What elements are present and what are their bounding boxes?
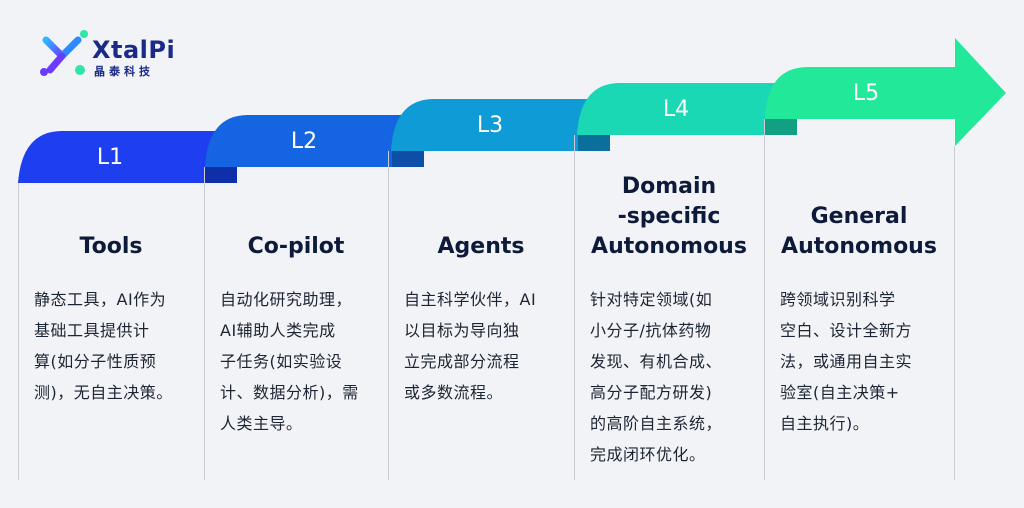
xtalpi-logo-mark-icon — [40, 30, 88, 76]
column-divider — [18, 183, 19, 480]
step-l3 — [391, 99, 610, 151]
brand-subtitle: 晶泰科技 — [94, 65, 154, 78]
column-divider — [204, 167, 205, 480]
level-title-l3: Agents — [437, 234, 525, 259]
level-label-l4: L4 — [662, 97, 690, 122]
level-title-l2: Co-pilot — [247, 234, 345, 259]
step-l3-shadow — [578, 135, 610, 151]
brand-name: XtalPi — [92, 36, 176, 64]
level-desc-l4: 针对特定领域(如 小分子/抗体药物 发现、有机合成、 高分子配方研发) 的高阶自… — [590, 290, 723, 464]
level-label-l5: L5 — [852, 81, 880, 106]
level-desc-l5: 跨领域识别科学 空白、设计全新方 法，或通用自主实 验室(自主决策+ 自主执行)… — [780, 290, 913, 433]
level-label-l2: L2 — [290, 129, 318, 154]
column-divider — [764, 119, 765, 480]
column-divider — [388, 151, 389, 480]
level-label-l3: L3 — [476, 113, 504, 138]
level-title-l1: Tools — [79, 234, 143, 259]
step-l4-shadow — [765, 119, 797, 135]
xtalpi-logo: XtalPi 晶泰科技 — [36, 28, 196, 84]
step-l2-shadow — [392, 151, 424, 167]
column-divider — [954, 146, 955, 480]
step-l1 — [18, 131, 237, 183]
step-l4 — [577, 83, 797, 135]
step-l2 — [205, 115, 424, 167]
column-divider — [574, 135, 575, 480]
level-desc-l2: 自动化研究助理， AI辅助人类完成 子任务(如实验设 计、数据分析)，需 人类主… — [220, 290, 359, 433]
level-title-l5: General Autonomous — [781, 204, 937, 259]
level-label-l1: L1 — [96, 145, 124, 170]
level-desc-l1: 静态工具，AI作为 基础工具提供计 算(如分子性质预 测)，无自主决策。 — [34, 290, 173, 402]
step-l1-shadow — [205, 167, 237, 183]
step-l5-arrowhead — [765, 38, 1006, 146]
level-title-l4: Domain -specific Autonomous — [591, 174, 747, 259]
level-desc-l3: 自主科学伙伴，AI 以目标为导向独 立完成部分流程 或多数流程。 — [404, 290, 537, 402]
